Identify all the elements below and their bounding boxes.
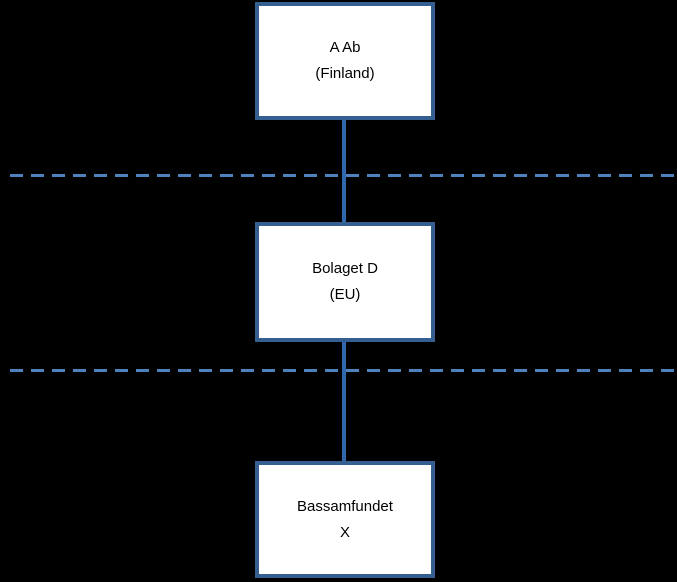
node-a-ab-location: (Finland) [315,65,375,82]
node-a-ab-name: A Ab [329,39,361,56]
node-bolaget-d-name: Bolaget D [312,260,378,277]
node-bassamfundet-x-name: Bassamfundet [297,497,393,515]
node-a-ab: A Ab (Finland) [255,2,435,120]
node-bassamfundet-x: Bassamfundet X [255,461,435,578]
node-bassamfundet-x-suffix: X [339,523,350,541]
node-bolaget-d-location: (EU) [329,286,361,303]
connector-bolaget-d-to-bassamfundet-x [342,340,346,462]
connector-a-ab-to-bolaget-d [342,118,346,224]
node-bolaget-d: Bolaget D (EU) [255,222,435,342]
